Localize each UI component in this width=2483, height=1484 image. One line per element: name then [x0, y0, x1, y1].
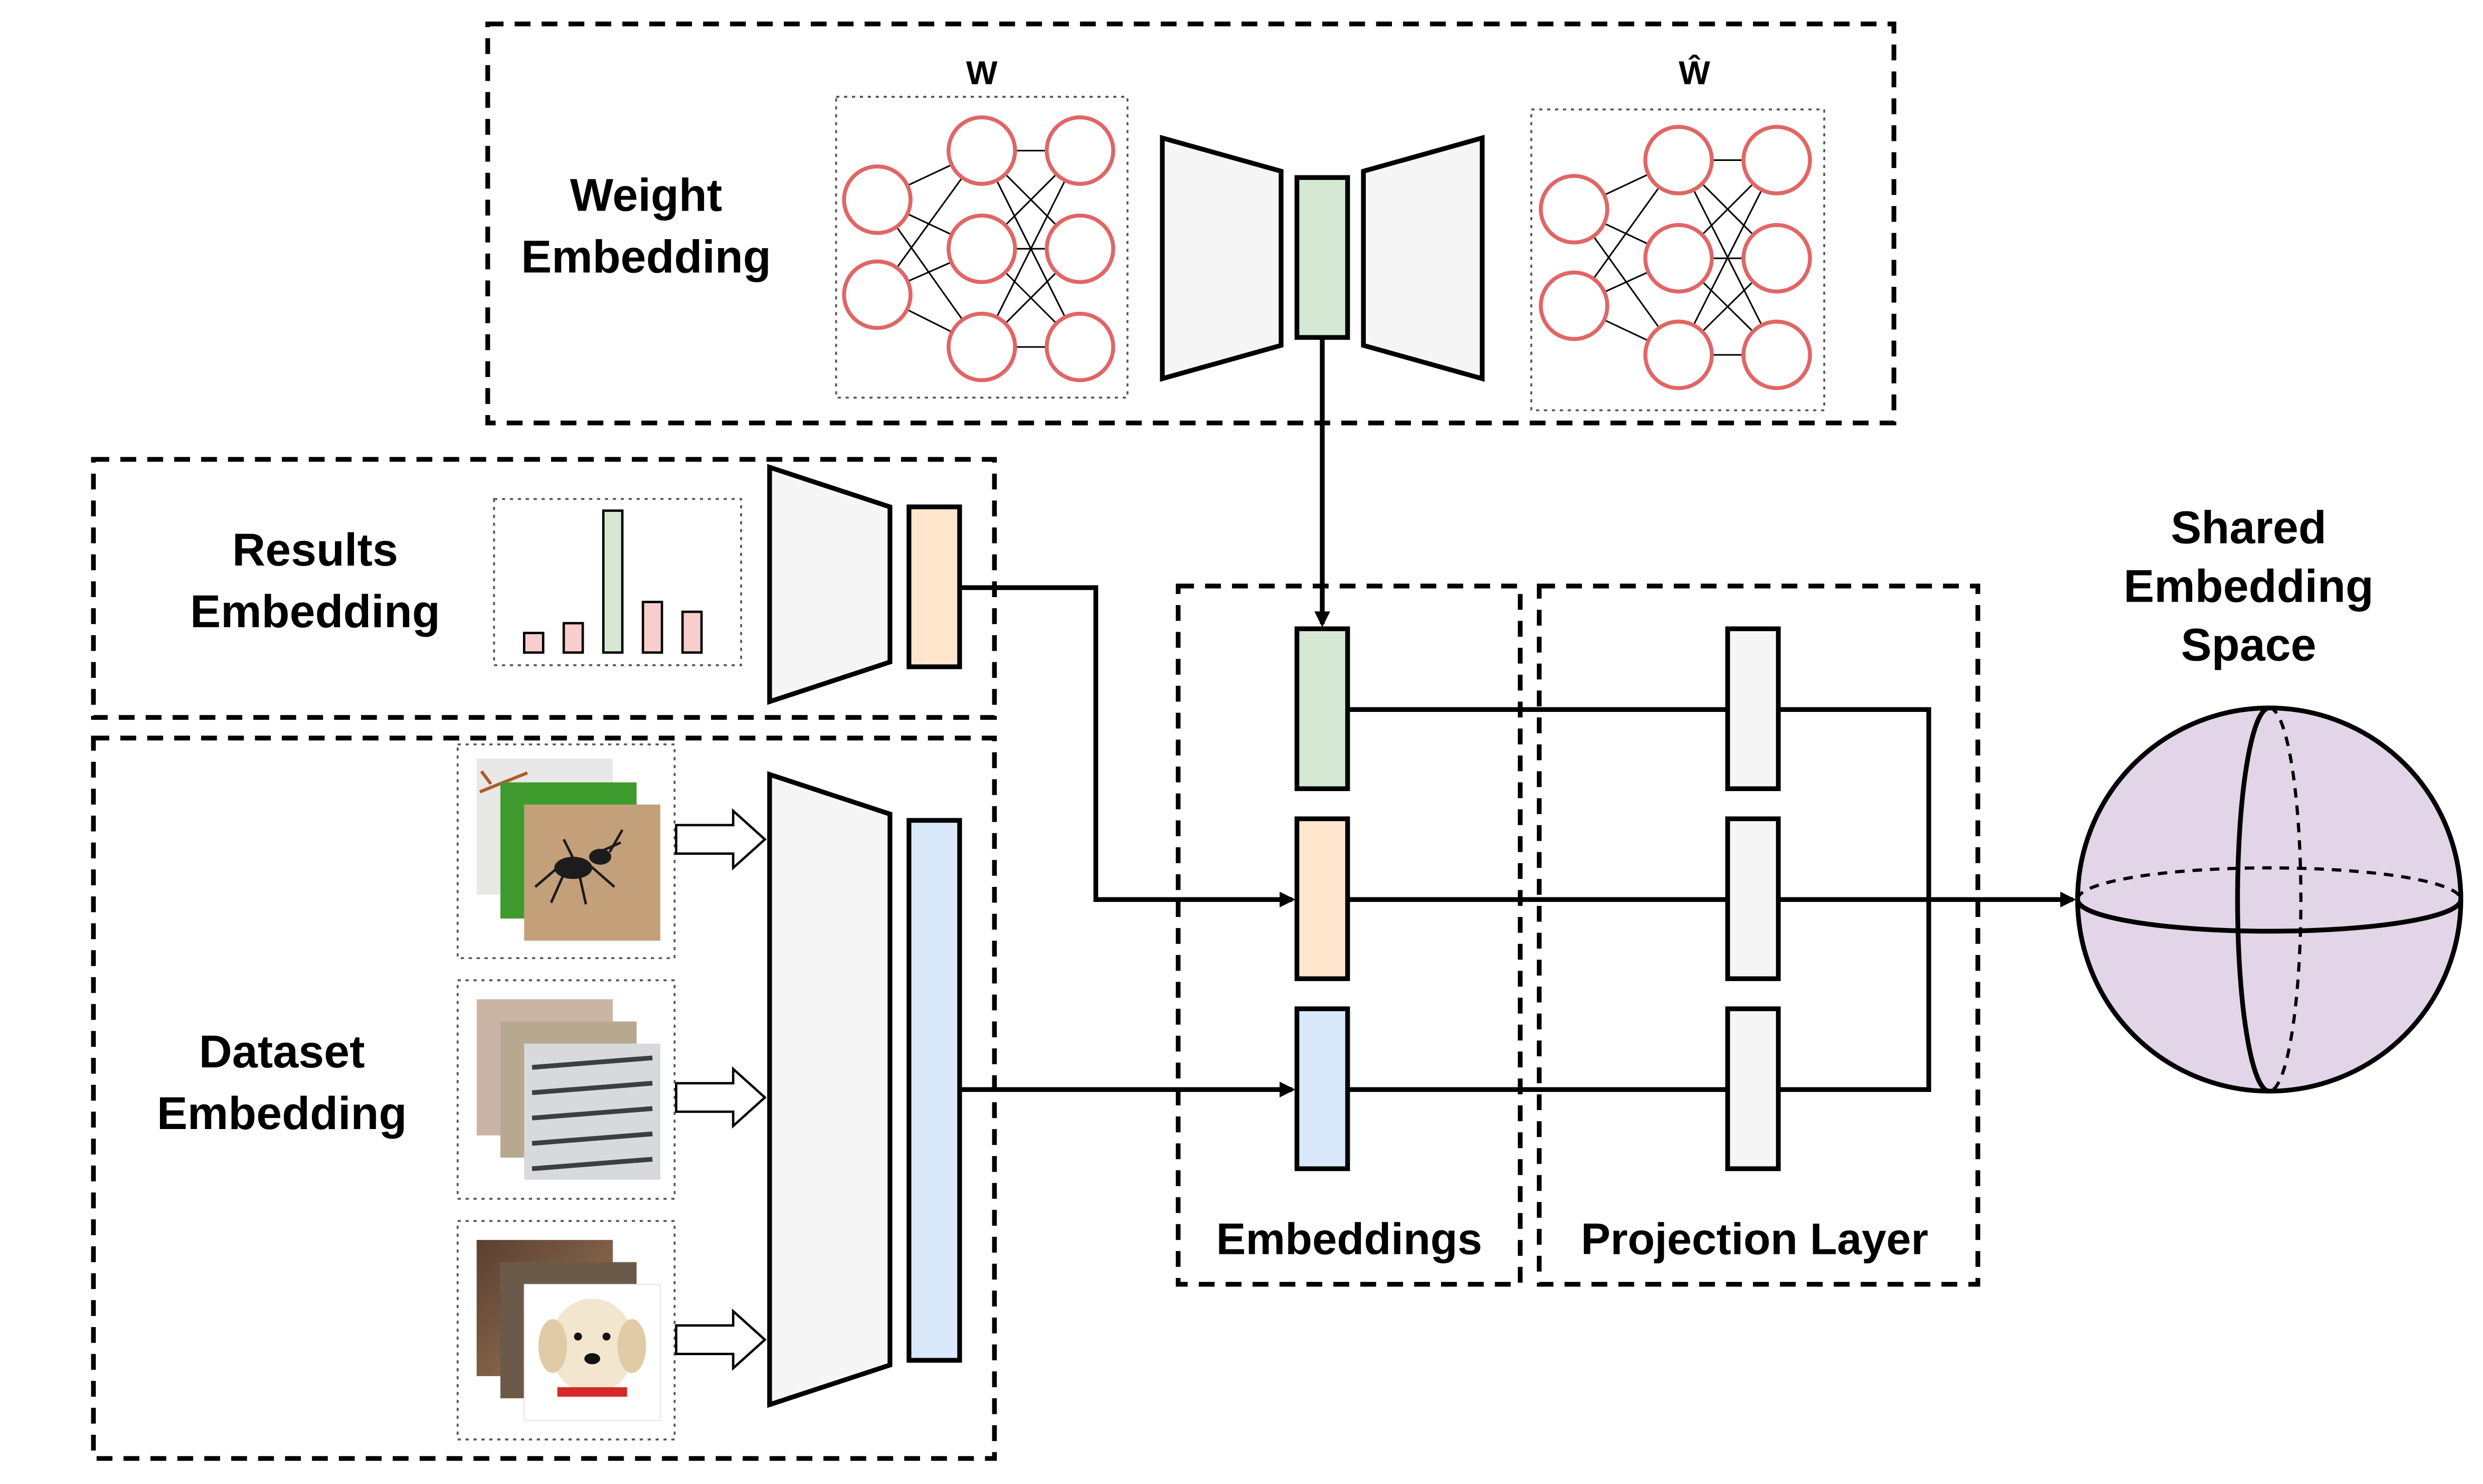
- weight-latent-vector: [1294, 175, 1350, 340]
- results-embedding-title-line1: Results: [232, 524, 398, 576]
- neuron: [946, 115, 1017, 186]
- dataset-embedding-section: Dataset Embedding: [91, 735, 997, 1461]
- shared-space-title-line1: Shared: [2171, 502, 2326, 553]
- rifle-input-arrow: [675, 1066, 767, 1129]
- results-embedding-title-line2: Embedding: [190, 586, 440, 637]
- w-label: W: [966, 55, 998, 92]
- connection-lines: [959, 337, 2076, 1098]
- embeddings-section: Embeddings: [1175, 584, 1523, 1287]
- network-edge: [981, 150, 1081, 347]
- projection-layer-label: Projection Layer: [1581, 1214, 1928, 1264]
- neuron: [946, 213, 1017, 284]
- histogram-bar: [681, 610, 703, 654]
- dataset-latent-vector: [907, 818, 962, 1363]
- sphere: [2075, 705, 2463, 1094]
- neuron: [1643, 125, 1714, 196]
- neuron: [1741, 319, 1812, 391]
- weight-decoder: [1361, 134, 1485, 382]
- results-projection-vector: [1725, 816, 1781, 981]
- results-embedding-vector: [1294, 816, 1350, 981]
- histogram-bar: [602, 509, 624, 654]
- neuron: [1538, 270, 1610, 341]
- weight-embedding-vector: [1294, 626, 1350, 791]
- rifle-image: [531, 1055, 653, 1171]
- histogram-bar: [562, 622, 584, 654]
- embeddings-label: Embeddings: [1216, 1214, 1482, 1264]
- weight-embedding-box: [485, 22, 1896, 426]
- weight-embedding-section: Weight Embedding W Ŵ: [485, 22, 1896, 426]
- projection-layer-box: [1536, 584, 1981, 1287]
- neuron: [946, 311, 1017, 383]
- projection-section: Projection Layer: [1536, 584, 1981, 1287]
- dog-image-stack: [456, 1220, 676, 1441]
- results-histogram: [522, 509, 703, 654]
- results-latent-vector: [907, 504, 962, 669]
- neuron: [842, 164, 913, 235]
- dataset-embedding-vector: [1294, 1006, 1350, 1171]
- sphere-meridian-front: [2235, 705, 2270, 1094]
- neuron: [1643, 319, 1714, 391]
- weight-projection-vector: [1725, 626, 1781, 791]
- neuron: [1741, 125, 1812, 196]
- dataset-embedding-box: [91, 735, 997, 1461]
- shared-space-title-line3: Space: [2181, 619, 2317, 670]
- w-hat-network-diagram: [1538, 125, 1812, 391]
- neuron: [1044, 311, 1116, 383]
- dataset-encoder: [767, 771, 893, 1408]
- ant-image-stack: [456, 743, 676, 959]
- weight-embedding-title-line1: Weight: [570, 169, 723, 221]
- dog-image: [549, 1298, 635, 1394]
- results-to-embedding-arrow: [959, 585, 1296, 908]
- shared-space-title-line2: Embedding: [2123, 561, 2374, 612]
- rifle-image-stack: [456, 979, 676, 1200]
- neuron: [1044, 115, 1116, 186]
- results-embedding-section: Results Embedding: [91, 457, 997, 720]
- ant-input-arrow: [675, 808, 767, 871]
- neuron: [1044, 213, 1116, 284]
- ant-image: [554, 856, 593, 879]
- sphere-equator-front: [2075, 899, 2463, 934]
- weight-embedding-title-line2: Embedding: [521, 232, 771, 283]
- histogram-bar: [522, 632, 545, 654]
- neuron: [1643, 223, 1714, 294]
- w-network-diagram: [842, 115, 1116, 383]
- dog-input-arrow: [675, 1309, 767, 1371]
- dataset-embedding-title-line2: Embedding: [157, 1088, 407, 1139]
- embeddings-box: [1175, 584, 1523, 1287]
- sphere-meridian-back: [2269, 706, 2302, 1093]
- neuron: [1538, 174, 1610, 245]
- dataset-projection-vector: [1725, 1006, 1781, 1171]
- w-hat-network-frame: [1530, 108, 1826, 412]
- shared-embedding-space: Shared Embedding Space: [2075, 502, 2463, 1094]
- w-network-frame: [835, 96, 1129, 399]
- results-encoder: [767, 464, 893, 705]
- neuron: [842, 259, 913, 330]
- neuron: [1741, 223, 1812, 294]
- w-hat-label: Ŵ: [1679, 54, 1710, 92]
- dataset-embedding-title-line1: Dataset: [199, 1026, 365, 1077]
- histogram-bar: [641, 601, 663, 654]
- sphere-equator-back: [2076, 866, 2462, 900]
- network-edge: [1678, 159, 1778, 355]
- weight-encoder: [1160, 134, 1284, 382]
